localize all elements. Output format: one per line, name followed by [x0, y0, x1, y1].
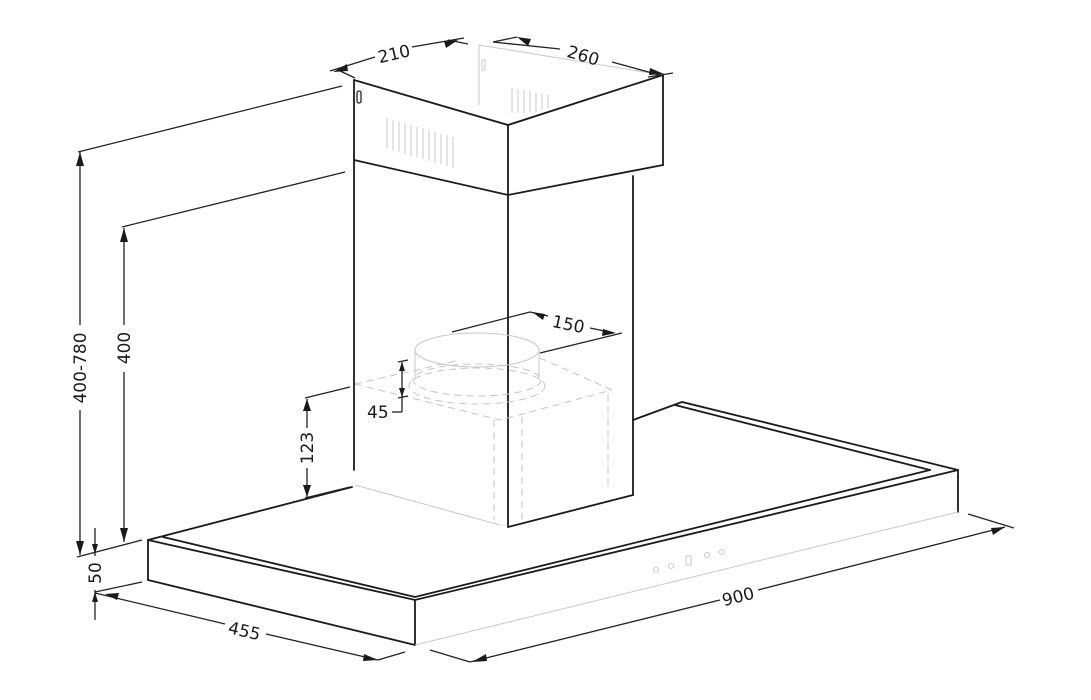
control-display-square[interactable] [685, 555, 692, 566]
hood-canopy [147, 401, 959, 646]
dimension-canopy-width: 900 [429, 513, 1015, 663]
label-455: 455 [226, 618, 262, 645]
control-panel [653, 549, 725, 573]
label-150: 150 [550, 312, 586, 338]
label-50: 50 [86, 562, 106, 584]
control-button-1[interactable] [653, 567, 659, 573]
chimney-screw-hole-icon [356, 90, 362, 104]
motor-housing-hidden [354, 332, 613, 526]
outlet-collar [408, 332, 546, 405]
label-400: 400 [115, 332, 135, 364]
dimension-chimney-height-range: 400-780 [71, 85, 343, 555]
vent-slots-back [511, 88, 549, 113]
label-400-780: 400-780 [71, 332, 91, 403]
label-260: 260 [565, 42, 602, 71]
chimney-lower-section [353, 159, 664, 528]
label-210: 210 [376, 41, 412, 68]
label-45: 45 [367, 403, 389, 423]
control-button-2[interactable] [668, 563, 674, 569]
base-reference-line [76, 539, 143, 558]
dimension-outlet-collar: 45 [367, 359, 409, 423]
dimension-outlet-diameter: 150 [451, 311, 623, 354]
dimension-motor-housing: 123 [298, 386, 351, 499]
control-button-3[interactable] [704, 552, 710, 558]
vent-slots-left [386, 118, 454, 168]
dimension-chimney-lower: 400 [115, 171, 346, 542]
label-123: 123 [298, 432, 318, 464]
control-button-4[interactable] [719, 549, 725, 555]
dimension-chimney-depth: 260 [492, 36, 674, 78]
dimension-canopy-thickness: 50 [86, 528, 143, 620]
label-900: 900 [720, 584, 756, 611]
dimension-canopy-depth: 455 [94, 592, 406, 661]
chimney-upper-section [353, 44, 664, 196]
dimension-chimney-width: 210 [329, 37, 469, 79]
